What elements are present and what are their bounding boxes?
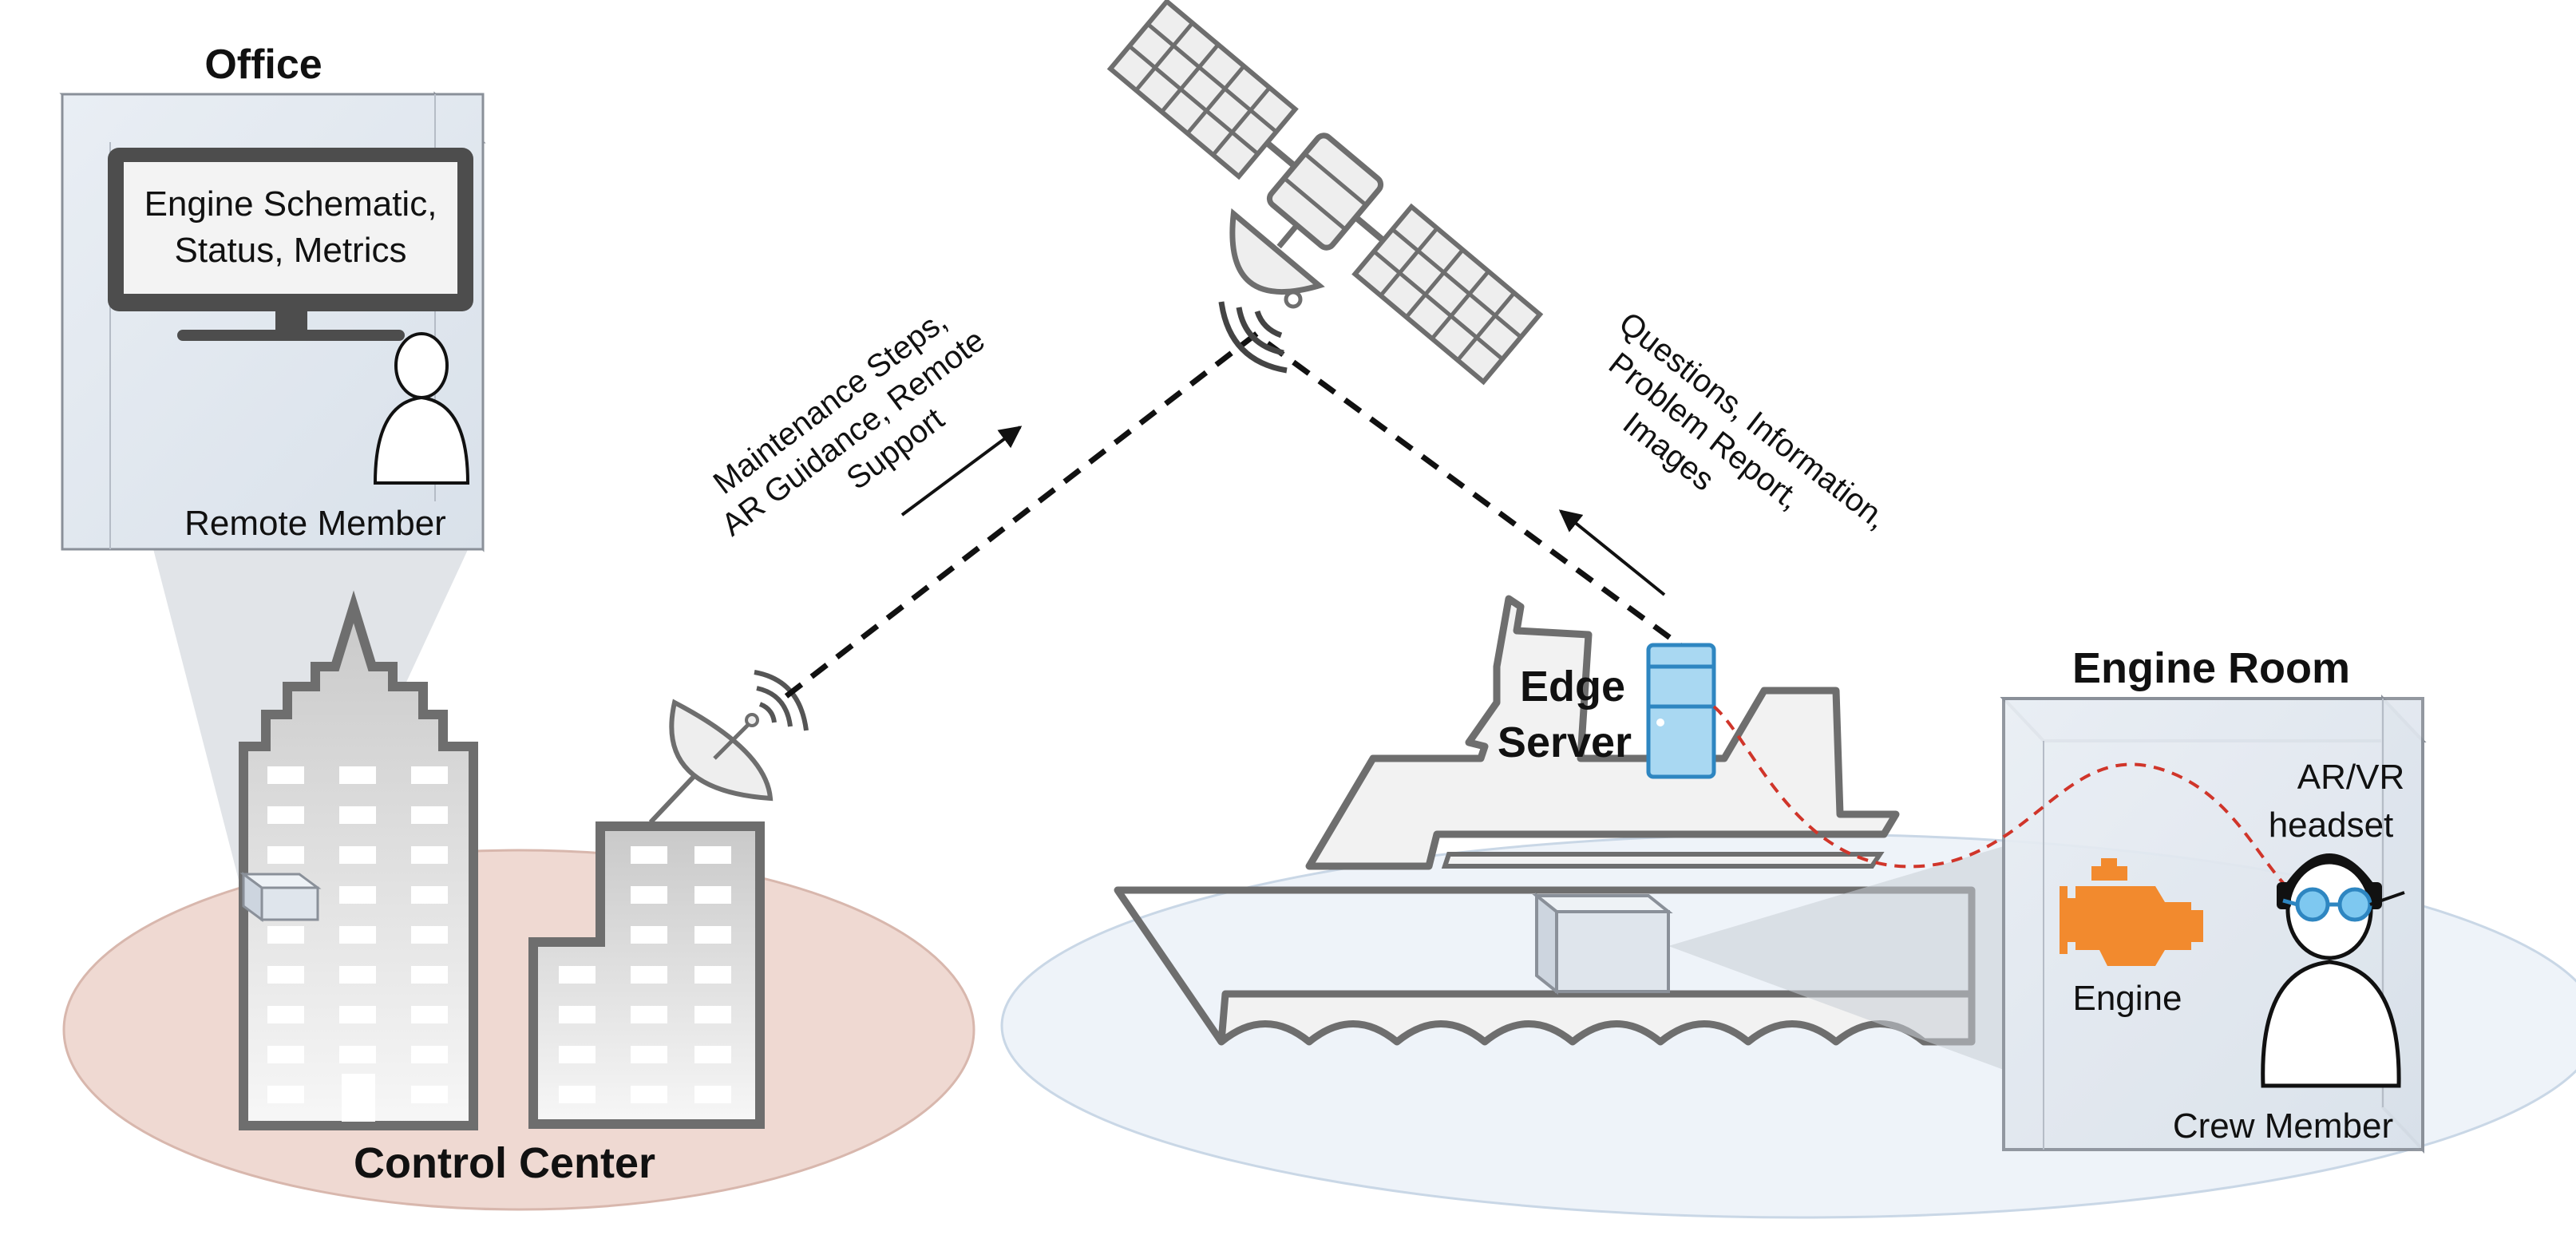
headset-icon [2277, 853, 2405, 922]
satellite-icon [1106, 0, 1544, 386]
edge-server-label-line2: Server [1498, 718, 1632, 766]
server-icon [1646, 643, 1716, 779]
uplink-arrow [900, 426, 1023, 517]
engine-icon [2060, 858, 2203, 966]
downlink-arrow [1558, 509, 1666, 596]
monitor-text-line1: Engine Schematic, [144, 184, 437, 224]
headset-label-line2: headset [2269, 806, 2394, 845]
tall-skyscraper [239, 590, 478, 1130]
edge-server-label-line1: Edge [1520, 663, 1625, 711]
uplink-text-line2: AR Guidance, Remote [715, 323, 991, 543]
engine-room-projection-beam [1668, 846, 2004, 1070]
office-label: Office [204, 42, 322, 88]
ship-hull [1114, 886, 1976, 1046]
remote-member-label: Remote Member [184, 504, 446, 543]
uplink-dashed-link [784, 329, 1262, 699]
office-location-cube [239, 872, 322, 922]
remote-member-person-icon [373, 332, 470, 485]
headset-label-line1: AR/VR [2297, 758, 2404, 797]
downlink-dashed-link [1265, 341, 1687, 651]
monitor-icon [108, 148, 473, 341]
control-center-label: Control Center [354, 1139, 655, 1187]
short-building [528, 821, 765, 1129]
crew-member-label: Crew Member [2173, 1106, 2393, 1146]
monitor-text-line2: Status, Metrics [175, 231, 407, 270]
ship-superstructure [1305, 595, 1900, 870]
crew-member-person-icon [2261, 860, 2401, 1088]
engine-room-location-cube [1532, 892, 1673, 996]
engine-label: Engine [2072, 979, 2182, 1018]
satellite-antenna-tip [1284, 290, 1303, 309]
wifi-signal-icon [754, 670, 809, 731]
satellite-signal-icon [1218, 301, 1288, 374]
satellite-dish-icon [648, 699, 774, 825]
engine-room-label: Engine Room [2072, 644, 2350, 692]
